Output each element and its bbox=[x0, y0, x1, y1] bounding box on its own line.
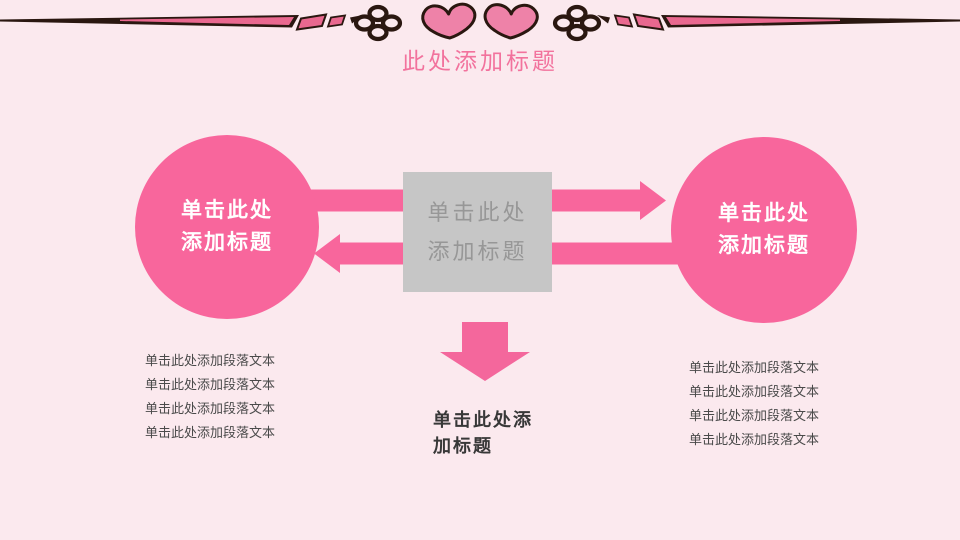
knot-ornament-icon bbox=[353, 4, 403, 42]
list-item[interactable]: 单击此处添加段落文本 bbox=[689, 408, 820, 423]
list-item[interactable]: 单击此处添加段落文本 bbox=[145, 377, 276, 392]
center-box-placeholder[interactable]: 单击此处 添加标题 bbox=[403, 172, 552, 292]
center-box-line2: 添加标题 bbox=[427, 239, 528, 264]
right-paragraph-list: 单击此处添加段落文本 单击此处添加段落文本 单击此处添加段落文本 单击此处添加段… bbox=[689, 356, 819, 452]
slide-title[interactable]: 此处添加标题 bbox=[402, 49, 558, 74]
left-circle-line2: 添加标题 bbox=[181, 231, 273, 254]
right-circle-line2: 添加标题 bbox=[718, 234, 810, 257]
left-circle-placeholder[interactable]: 单击此处 添加标题 bbox=[135, 135, 319, 319]
list-item[interactable]: 单击此处添加段落文本 bbox=[689, 360, 820, 375]
knot-ornament-icon bbox=[552, 4, 602, 42]
down-arrow-label[interactable]: 单击此处添 加标题 bbox=[433, 407, 533, 459]
center-box-text: 单击此处 添加标题 bbox=[427, 193, 527, 271]
list-item[interactable]: 单击此处添加段落文本 bbox=[145, 401, 276, 416]
header-decoration bbox=[0, 2, 960, 42]
right-circle-text: 单击此处 添加标题 bbox=[718, 198, 810, 262]
heart-icon bbox=[421, 2, 477, 40]
left-circle-text: 单击此处 添加标题 bbox=[181, 195, 273, 259]
left-paragraph-list: 单击此处添加段落文本 单击此处添加段落文本 单击此处添加段落文本 单击此处添加段… bbox=[145, 349, 275, 445]
heart-icon bbox=[483, 3, 539, 40]
down-label-line1: 单击此处添 bbox=[433, 410, 533, 430]
list-item[interactable]: 单击此处添加段落文本 bbox=[689, 384, 820, 399]
left-circle-line1: 单击此处 bbox=[181, 199, 273, 222]
left-divider-line bbox=[0, 13, 363, 31]
list-item[interactable]: 单击此处添加段落文本 bbox=[689, 432, 820, 447]
center-box-line1: 单击此处 bbox=[427, 200, 528, 225]
list-item[interactable]: 单击此处添加段落文本 bbox=[145, 353, 276, 368]
right-circle-placeholder[interactable]: 单击此处 添加标题 bbox=[671, 137, 857, 323]
down-label-line2: 加标题 bbox=[433, 436, 493, 456]
right-circle-line1: 单击此处 bbox=[718, 202, 810, 225]
down-arrow-shape bbox=[440, 322, 530, 381]
list-item[interactable]: 单击此处添加段落文本 bbox=[145, 425, 276, 440]
right-divider-line bbox=[597, 13, 960, 31]
